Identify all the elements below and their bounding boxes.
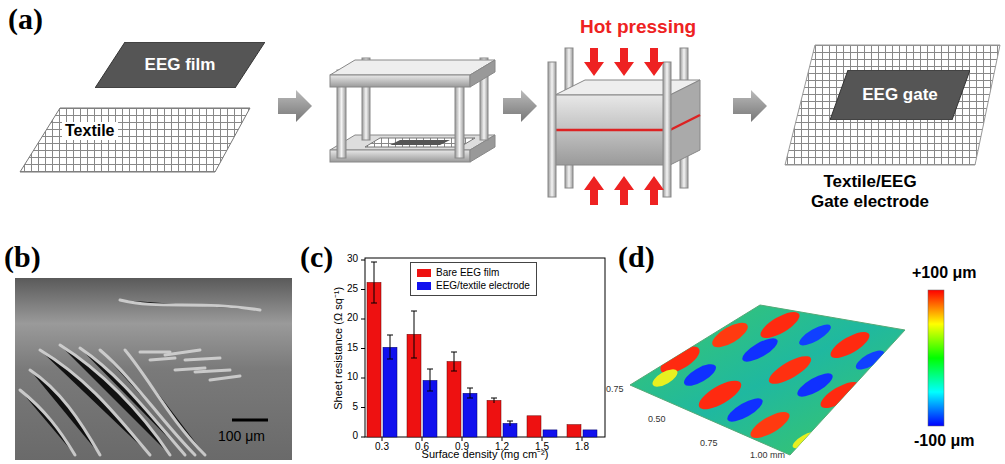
node-text: EEG film <box>145 55 216 75</box>
figure-label: Hot pressing <box>580 16 696 38</box>
legend-row: Bare EEG film <box>417 266 530 279</box>
film-shape: EEG film <box>95 42 265 88</box>
legend-text: EEG/textile electrode <box>436 279 530 292</box>
figure-label: 15 <box>336 342 358 354</box>
figure-label: 0.75 <box>700 438 718 448</box>
figure-label: Sheet resistance (Ω sq⁻¹) <box>332 287 345 410</box>
figure-label: 0.3 <box>375 441 389 453</box>
figure-label: (a) <box>8 2 43 37</box>
figure-label: Textile/EEG Gate electrode <box>805 172 935 211</box>
legend-swatch <box>417 282 431 290</box>
figure-label: 1.5 <box>535 441 549 453</box>
figure-label: 25 <box>336 283 358 295</box>
figure-label: 1.8 <box>575 441 589 453</box>
legend-swatch <box>417 269 431 277</box>
figure-label: 20 <box>336 312 358 324</box>
figure-label: +100 μm <box>912 264 977 282</box>
figure-label: 1.2 <box>495 441 509 453</box>
figure-label: 10 <box>336 371 358 383</box>
legend-row: EEG/textile electrode <box>417 279 530 292</box>
legend-text: Bare EEG film <box>436 266 499 279</box>
figure-label: Surface density (mg cm⁻²) <box>422 448 549 461</box>
figure-label: (d) <box>618 240 655 275</box>
film-shape: EEG gate <box>830 70 970 120</box>
figure-label: -100 μm <box>914 432 974 450</box>
figure-label: (c) <box>300 240 333 275</box>
figure-label: (b) <box>4 240 41 275</box>
figure-label: 30 <box>336 253 358 265</box>
figure-label: 100 μm <box>218 428 265 444</box>
figure-label: Textile <box>62 122 118 140</box>
figure-label: 0 <box>336 430 358 442</box>
figure-label: 0.9 <box>455 441 469 453</box>
chart-legend: Bare EEG filmEEG/textile electrode <box>410 262 537 296</box>
figure-label: 0.50 <box>648 414 666 424</box>
figure-label: 1.00 mm <box>750 450 785 460</box>
figure-label: 5 <box>336 401 358 413</box>
figure-label: 0.6 <box>415 441 429 453</box>
figure-label: 0.75 <box>606 384 624 394</box>
node-text: EEG gate <box>862 85 938 105</box>
